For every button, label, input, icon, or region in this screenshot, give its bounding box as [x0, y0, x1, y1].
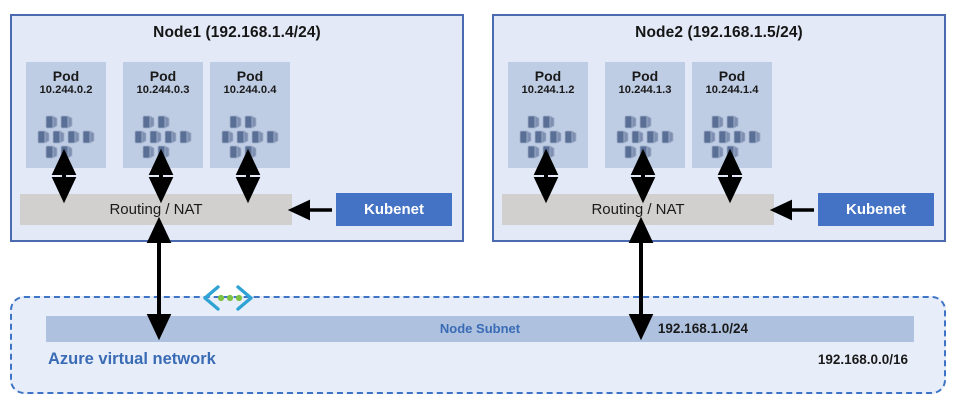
pod-card-node2-1: Pod 10.244.1.3 [605, 62, 685, 168]
kubernetes-pod-icon [134, 115, 192, 159]
connector-dot [217, 294, 225, 302]
kubernetes-pod-icon [221, 115, 279, 159]
node-title-node2: Node2 (192.168.1.5/24) [635, 24, 803, 41]
pod-label: Pod [718, 68, 746, 84]
kubenet-box-node2: Kubenet [818, 193, 934, 226]
pod-card-node1-1: Pod 10.244.0.3 [123, 62, 203, 168]
pod-card-node2-2: Pod 10.244.1.4 [692, 62, 772, 168]
kubernetes-pod-icon [703, 115, 761, 159]
kubernetes-pod-icon [37, 115, 95, 159]
pod-card-node1-2: Pod 10.244.0.4 [210, 62, 290, 168]
routing-nat-bar-node1: Routing / NAT [20, 194, 292, 225]
node-subnet-label: Node Subnet [439, 321, 521, 336]
azure-virtual-network-container: Node Subnet 192.168.1.0/24 Azure virtual… [10, 296, 946, 394]
pod-ip: 10.244.1.2 [521, 83, 575, 96]
pod-label: Pod [631, 68, 659, 84]
pod-card-node1-0: Pod 10.244.0.2 [26, 62, 106, 168]
vnet-name-label: Azure virtual network [48, 350, 216, 368]
pod-ip: 10.244.0.3 [136, 83, 190, 96]
pod-ip: 10.244.1.3 [618, 83, 672, 96]
node-subnet-bar: Node Subnet 192.168.1.0/24 [46, 316, 914, 342]
pod-card-node2-0: Pod 10.244.1.2 [508, 62, 588, 168]
node-subnet-cidr: 192.168.1.0/24 [657, 321, 748, 336]
pod-ip: 10.244.0.4 [223, 83, 277, 96]
pod-label: Pod [149, 68, 177, 84]
pod-label: Pod [236, 68, 264, 84]
node-title-node1: Node1 (192.168.1.4/24) [153, 24, 321, 41]
connector-dot [226, 294, 234, 302]
network-connector-icon [203, 285, 253, 311]
kubernetes-pod-icon [519, 115, 577, 159]
kubenet-box-node1: Kubenet [336, 193, 452, 226]
kubernetes-pod-icon [616, 115, 674, 159]
routing-nat-bar-node2: Routing / NAT [502, 194, 774, 225]
pod-label: Pod [534, 68, 562, 84]
pod-ip: 10.244.0.2 [39, 83, 93, 96]
connector-dot [235, 294, 243, 302]
pod-ip: 10.244.1.4 [705, 83, 759, 96]
pod-label: Pod [52, 68, 80, 84]
vnet-cidr-label: 192.168.0.0/16 [817, 352, 908, 367]
